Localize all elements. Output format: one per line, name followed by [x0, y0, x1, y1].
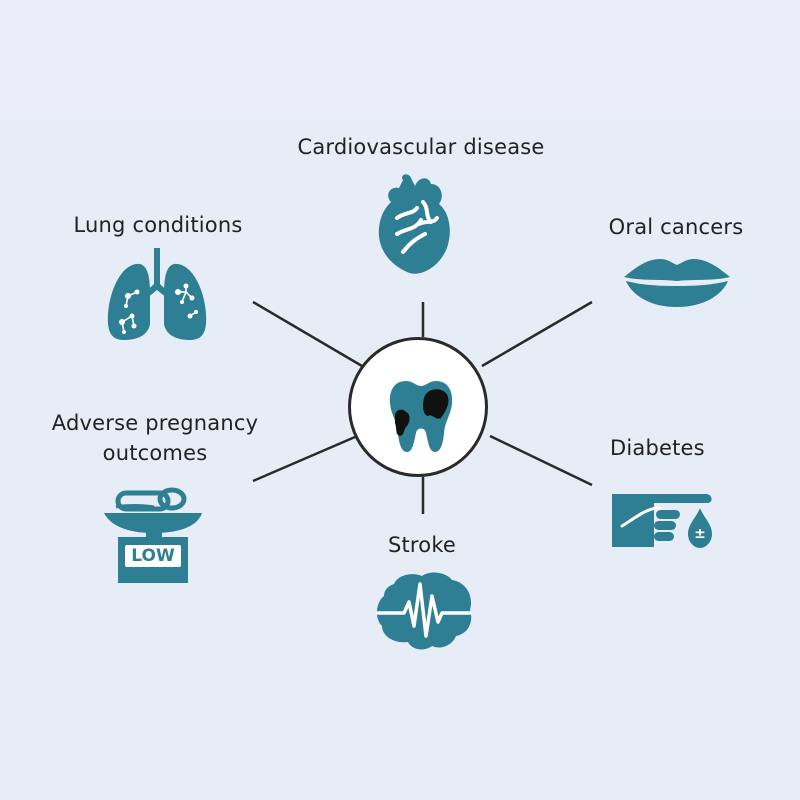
connector-diabetes	[489, 434, 593, 487]
scale-readout-low: LOW	[131, 546, 175, 566]
center-hub	[348, 337, 488, 477]
label-diabetes: Diabetes	[610, 436, 705, 460]
brain-pulse-icon	[374, 570, 474, 652]
connector-lung	[252, 300, 363, 368]
label-stroke: Stroke	[387, 533, 457, 557]
label-adverse-pregnancy-line1: Adverse pregnancy	[51, 411, 259, 435]
lungs-icon	[106, 248, 208, 342]
finger-blood-drop-icon: ±	[610, 490, 716, 552]
connector-pregnancy	[252, 435, 356, 483]
baby-scale-icon: LOW	[102, 487, 206, 585]
label-lung-conditions: Lung conditions	[73, 213, 243, 237]
label-cardiovascular-disease: Cardiovascular disease	[297, 135, 545, 159]
blood-drop-sign: ±	[694, 526, 706, 542]
lips-icon	[622, 255, 732, 311]
connector-oral	[481, 300, 593, 368]
label-adverse-pregnancy-line2: outcomes	[102, 441, 208, 465]
heart-icon	[375, 172, 459, 278]
decayed-tooth-icon	[389, 381, 453, 452]
label-oral-cancers: Oral cancers	[608, 215, 744, 239]
background-top-band	[0, 0, 800, 120]
